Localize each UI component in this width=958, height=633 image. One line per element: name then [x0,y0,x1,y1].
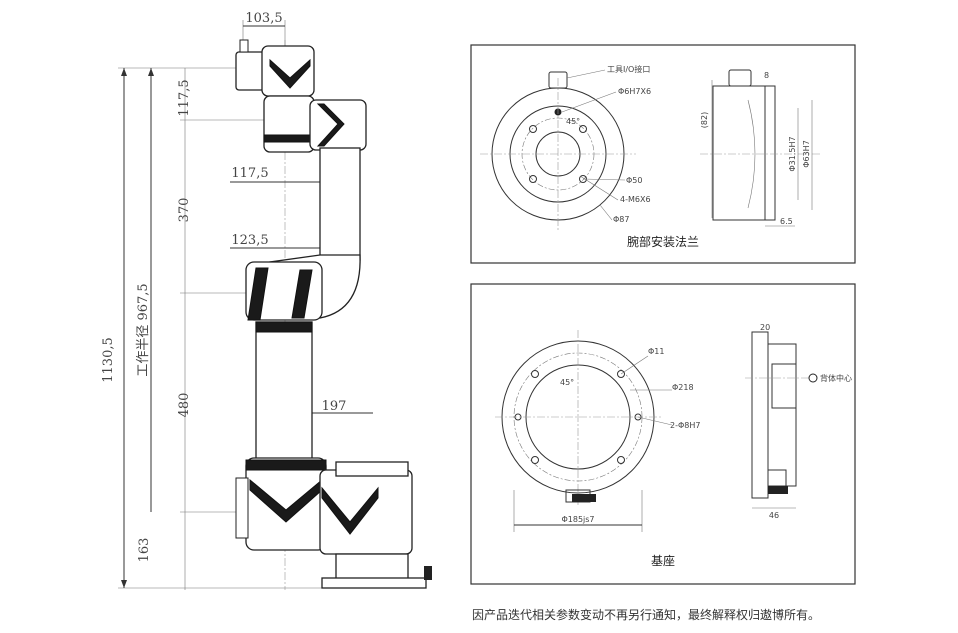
dim-elbow-offset: 123,5 [231,233,268,248]
label-d185: Φ185js7 [561,515,594,524]
side-82: (82) [700,112,709,128]
dim-forearm: 370 [177,198,192,223]
label-d8h7: 2-Φ8H7 [670,421,700,430]
side-8: 8 [764,71,769,80]
work-radius-label: 工作半径 967,5 [136,283,151,376]
footer-notice: 因产品迭代相关参数变动不再另行通知，最终解释权归遨博所有。 [472,607,820,622]
dim-base-offset: 197 [322,399,347,414]
robot-arm-view: 1130,5 工作半径 967,5 117,5 370 480 163 103,… [101,11,432,590]
wrist-flange-caption: 腕部安装法兰 [627,234,699,249]
side-d63: Φ63H7 [802,140,811,168]
side-46: 46 [769,511,779,520]
wrist-flange-panel: 工具I/O接口 Φ6H7X6 45° Φ50 4-M6X6 Φ87 8 (82)… [470,44,856,264]
dim-upper-offset: 117,5 [231,166,268,181]
dim-wrist-height: 117,5 [177,79,192,116]
label-45-base: 45° [560,378,574,387]
dim-total-height: 1130,5 [101,337,116,383]
dim-upper-arm: 480 [177,393,192,418]
dim-base-height: 163 [137,538,152,563]
side-center: 背体中心 [820,373,852,383]
label-d50: Φ50 [626,176,642,185]
side-65: 6.5 [780,217,793,226]
side-20: 20 [760,323,770,332]
base-panel: Φ11 45° Φ218 2-Φ8H7 Φ185js7 20 46 背体中心 基… [470,283,856,585]
base-caption: 基座 [651,553,675,568]
label-d87: Φ87 [613,215,629,224]
side-d31: Φ31.5H7 [788,136,797,171]
dim-top-offset: 103,5 [245,11,282,26]
label-45-wrist: 45° [566,117,580,126]
label-d11: Φ11 [648,347,664,356]
label-d6h7: Φ6H7X6 [618,87,651,96]
label-tool-io: 工具I/O接口 [607,64,650,74]
label-m6: 4-M6X6 [620,195,651,204]
label-d218: Φ218 [672,383,694,392]
